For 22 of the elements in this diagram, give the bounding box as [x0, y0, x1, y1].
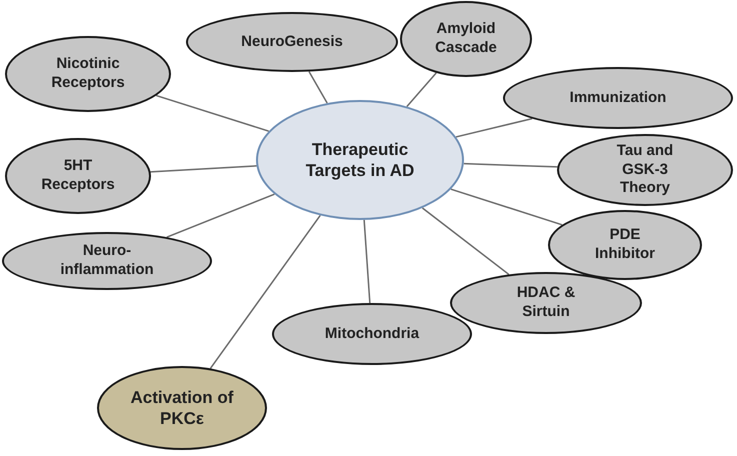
node-label: Tau and GSK-3 Theory [616, 142, 674, 198]
node-label: HDAC & Sirtuin [516, 284, 576, 322]
node-label: Activation of PKCε [130, 386, 234, 430]
node-label: Mitochondria [324, 324, 420, 344]
node-label: 5HT Receptors [40, 157, 116, 195]
node-label: Amyloid Cascade [434, 20, 498, 58]
connector-line [150, 165, 257, 173]
node-label: PDE Inhibitor [594, 226, 656, 264]
node-label: Nicotinic Receptors [50, 55, 126, 93]
connector-line [456, 118, 532, 138]
node-label: Neuro- inflammation [59, 242, 155, 280]
connector-line [464, 162, 558, 168]
connector-line [156, 94, 270, 132]
node-label: Therapeutic Targets in AD [304, 138, 416, 182]
node-label: NeuroGenesis [241, 32, 343, 52]
connector-line [308, 71, 328, 104]
node-label: Immunization [570, 88, 666, 108]
connector-line [363, 220, 371, 304]
connector-line [210, 215, 321, 369]
connector-line [166, 193, 275, 238]
connector-line [406, 72, 437, 107]
connector-line [450, 188, 562, 226]
